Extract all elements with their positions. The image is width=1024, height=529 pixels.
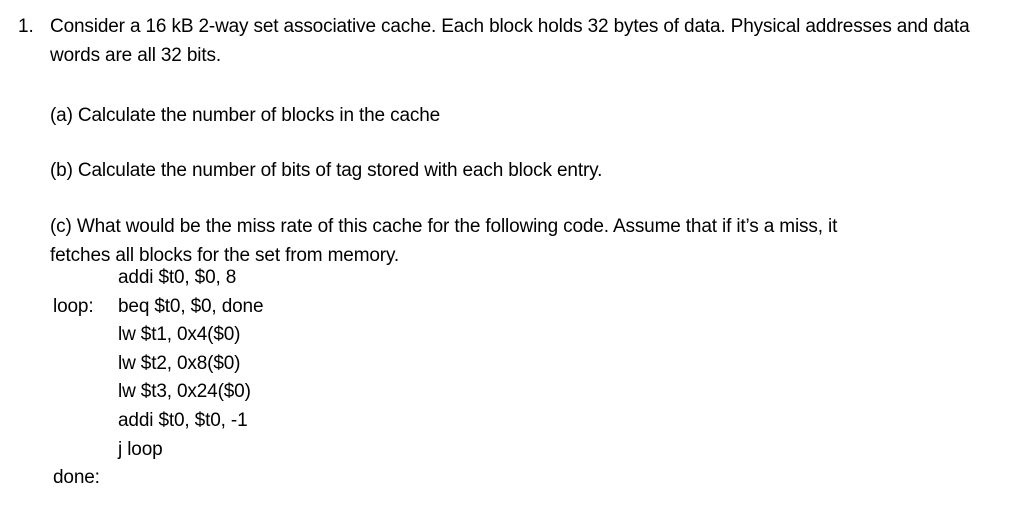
- subpart-c-text-line2: fetches all blocks for the set from memo…: [50, 245, 400, 266]
- question-number: 1.: [18, 16, 34, 37]
- code-line-instruction: beq $t0, $0, done: [118, 295, 264, 317]
- subpart-c-text-line1: (c) What would be the miss rate of this …: [50, 216, 838, 237]
- assembly-code-listing: addi $t0, $0, 8 loop: beq $t0, $0, done …: [0, 264, 1024, 493]
- subpart-c: (c) What would be the miss rate of this …: [50, 212, 1006, 270]
- subpart-b: (b) Calculate the number of bits of tag …: [50, 156, 1006, 185]
- code-line-instruction: lw $t2, 0x8($0): [118, 352, 241, 374]
- code-line-instruction: lw $t3, 0x24($0): [118, 381, 251, 403]
- subpart-b-text: (b) Calculate the number of bits of tag …: [50, 160, 603, 181]
- question-prompt-text: Consider a 16 kB 2-way set associative c…: [50, 16, 970, 66]
- question-block: 1. Consider a 16 kB 2-way set associativ…: [0, 12, 1024, 70]
- code-line-label: loop:: [53, 295, 94, 317]
- code-line-label: done:: [53, 467, 100, 489]
- subpart-a-text: (a) Calculate the number of blocks in th…: [50, 105, 441, 126]
- code-line-instruction: addi $t0, $t0, -1: [118, 409, 248, 431]
- code-line: loop: beq $t0, $0, done: [0, 293, 1024, 322]
- code-line: lw $t3, 0x24($0): [0, 378, 1024, 407]
- code-line-instruction: j loop: [118, 438, 163, 460]
- code-line: addi $t0, $0, 8: [0, 264, 1024, 293]
- code-line-instruction: lw $t1, 0x4($0): [118, 324, 241, 346]
- code-line: lw $t1, 0x4($0): [0, 321, 1024, 350]
- code-line-instruction: addi $t0, $0, 8: [118, 267, 237, 288]
- question-row: 1. Consider a 16 kB 2-way set associativ…: [0, 12, 1024, 70]
- code-line: lw $t2, 0x8($0): [0, 350, 1024, 379]
- code-line: done:: [0, 464, 1024, 493]
- code-line: addi $t0, $t0, -1: [0, 407, 1024, 436]
- subpart-a: (a) Calculate the number of blocks in th…: [50, 101, 1006, 130]
- code-line: j loop: [0, 436, 1024, 465]
